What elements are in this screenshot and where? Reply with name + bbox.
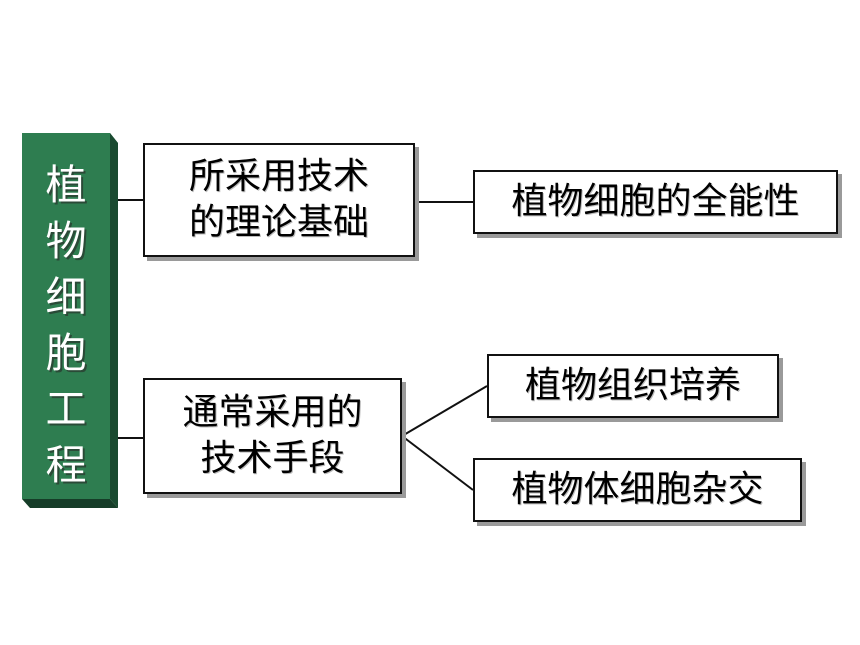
edge-methods-tissue — [401, 385, 488, 437]
node-somatic-hybridization: 植物体细胞杂交 — [473, 458, 802, 522]
node-tissue-culture: 植物组织培养 — [487, 354, 779, 418]
node-technical-methods: 通常采用的 技术手段 — [143, 378, 402, 494]
root-node: 植物细胞工程 — [22, 150, 110, 500]
node-technical-methods-label: 通常采用的 技术手段 — [182, 392, 363, 479]
node-totipotency-label: 植物细胞的全能性 — [511, 181, 800, 222]
node-somatic-hybridization-label: 植物体细胞杂交 — [511, 469, 764, 510]
node-tissue-culture-label: 植物组织培养 — [524, 365, 741, 406]
root-node-block — [22, 133, 118, 508]
node-totipotency: 植物细胞的全能性 — [473, 170, 838, 234]
node-theory-basis: 所采用技术 的理论基础 — [143, 143, 415, 257]
node-theory-basis-label: 所采用技术 的理论基础 — [188, 156, 369, 243]
root-node-bevel-bottom — [22, 499, 118, 508]
root-node-bevel-side — [110, 133, 118, 508]
root-node-label: 植物细胞工程 — [45, 161, 87, 489]
edge-methods-fusion — [401, 435, 474, 491]
root-node-face — [22, 133, 110, 499]
